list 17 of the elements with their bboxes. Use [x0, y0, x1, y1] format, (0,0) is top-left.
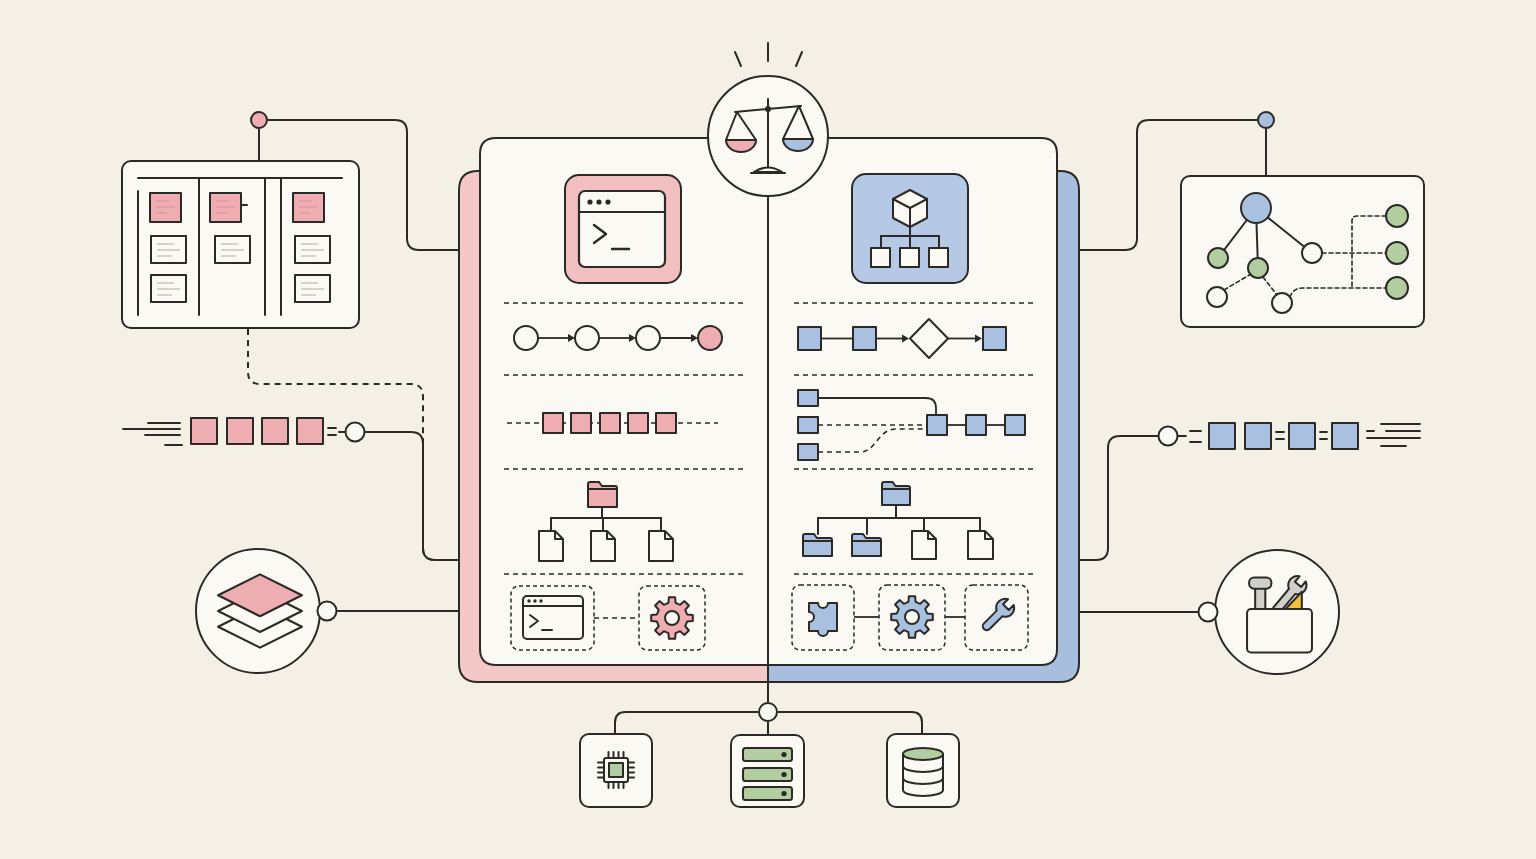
- database-tile: [886, 733, 960, 808]
- server-tile: [730, 734, 805, 808]
- connector-line: [1265, 128, 1267, 176]
- connector-line: [316, 600, 459, 622]
- chip-tile: [579, 733, 653, 808]
- kanban-panel: [121, 160, 360, 329]
- connector-line: [767, 721, 769, 735]
- connector-line: [1079, 119, 1258, 251]
- connector-line: [1079, 425, 1179, 561]
- junction-dot: [1257, 111, 1275, 129]
- graph-panel: [1180, 175, 1425, 328]
- connector-line: [267, 119, 459, 251]
- junction-dot: [250, 111, 268, 129]
- junction-dot: [758, 702, 778, 722]
- connector-line: [344, 421, 459, 561]
- connector-line: [1079, 601, 1219, 623]
- connector-line: [258, 128, 260, 161]
